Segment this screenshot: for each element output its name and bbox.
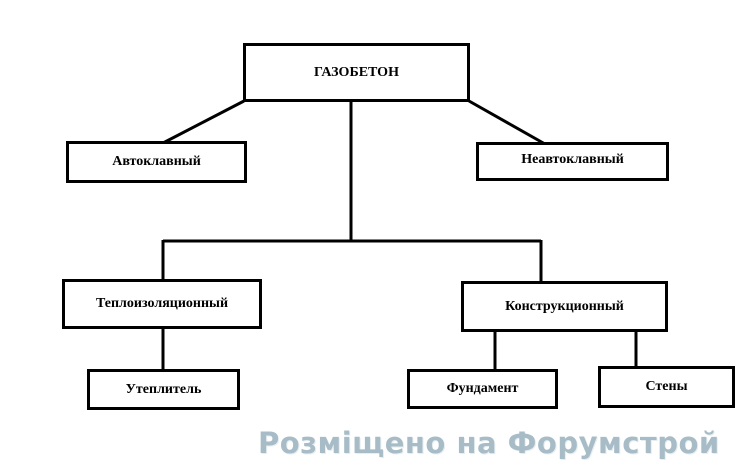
node-label: Теплоизоляционный (95, 296, 229, 311)
node-label: Фундамент (446, 381, 519, 396)
node-foundation: Фундамент (407, 369, 558, 409)
node-insulating: Теплоизоляционный (62, 279, 262, 329)
node-label: Утеплитель (125, 381, 202, 397)
node-label: Неавтоклавный (521, 152, 624, 167)
node-insulation-material: Утеплитель (87, 369, 240, 410)
connector-root-autoclave (162, 99, 245, 145)
node-label: Конструкционный (505, 298, 624, 314)
node-root: ГАЗОБЕТОН (243, 43, 470, 102)
watermark: Розміщено на Форумстрой (258, 426, 720, 460)
connector-root-nonautoclave (468, 99, 546, 146)
node-label: Автоклавный (112, 154, 201, 169)
node-structural: Конструкционный (461, 281, 668, 332)
node-label: Стены (645, 379, 688, 394)
node-autoclave: Автоклавный (66, 141, 247, 183)
node-label: ГАЗОБЕТОН (314, 64, 399, 80)
node-walls: Стены (598, 366, 735, 408)
node-nonautoclave: Неавтоклавный (476, 142, 669, 181)
